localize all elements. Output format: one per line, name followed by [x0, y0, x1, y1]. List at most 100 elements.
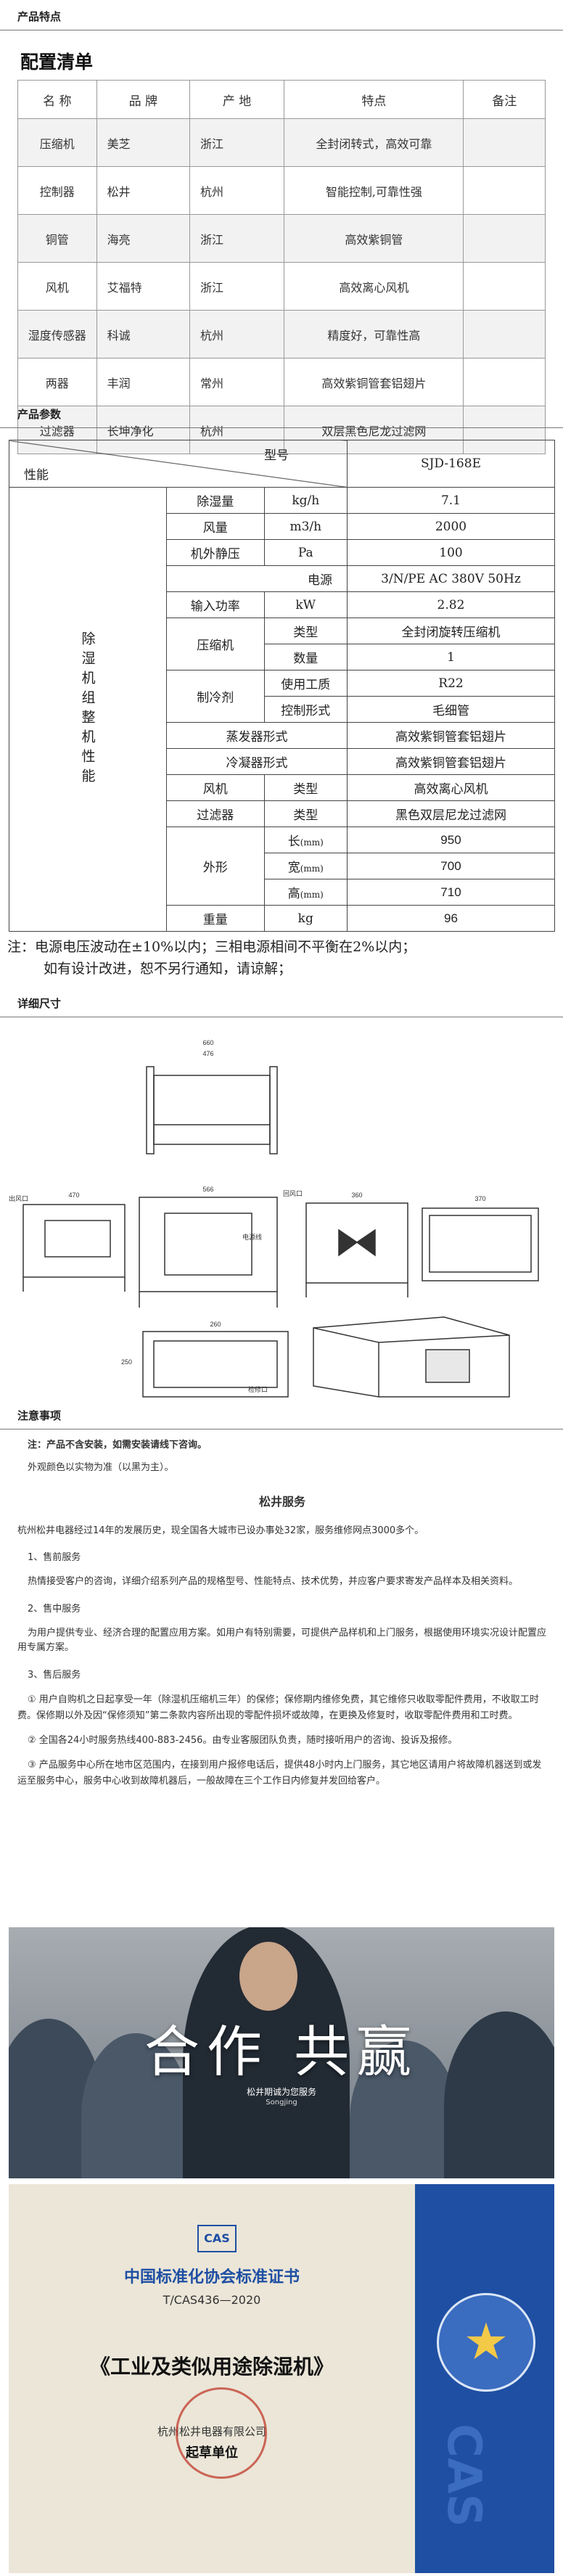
table-cell: 艾福特	[96, 262, 190, 311]
person-figure	[444, 2011, 554, 2178]
mid-sale-title: 2、售中服务	[28, 1604, 81, 1615]
table-cell: 2000	[346, 513, 556, 540]
table-row: 湿度传感器 科诚 杭州 精度好，可靠性高	[17, 310, 546, 358]
table-cell: 输入功率	[166, 591, 265, 618]
table-cell: kg/h	[263, 487, 348, 514]
side-label: 除湿机组整机性能	[9, 487, 167, 932]
table-row: 风量 m3/h 2000	[9, 513, 556, 540]
table-row: 压缩机 美芝 浙江 全封闭转式，高效可靠	[17, 118, 546, 167]
table-cell: 类型	[263, 800, 348, 827]
note-line: 注：电源电压波动在±10%以内；三相电源相间不平衡在2%以内；	[7, 939, 416, 955]
end-view	[305, 1202, 408, 1284]
table-cell: 950	[346, 826, 556, 853]
model-label: 型号	[263, 448, 289, 463]
top-view-flange	[146, 1066, 155, 1154]
table-cell: 风量	[166, 513, 265, 540]
isometric-view	[313, 1316, 510, 1398]
table-cell: 杭州	[189, 310, 285, 358]
table-cell: 类型	[263, 618, 348, 644]
table-cell: 黑色双层尼龙过滤网	[346, 800, 556, 827]
table-cell: 全封闭转式，高效可靠	[284, 118, 464, 167]
table-cell	[463, 310, 546, 358]
table-cell: 100	[346, 539, 556, 566]
top-view-flange	[269, 1066, 278, 1154]
table-cell: 浙江	[189, 214, 285, 263]
table-cell: 除湿量	[166, 487, 265, 514]
dim-label: 电源线	[242, 1233, 262, 1241]
pre-sale-text: 热情接受客户的咨询，详细介绍系列产品的规格型号、性能特点、技术优势，并应客户要求…	[28, 1576, 519, 1587]
table-cell: 96	[346, 905, 556, 932]
right-view	[422, 1207, 539, 1281]
table-cell: 7.1	[346, 487, 556, 514]
table-cell: 风机	[166, 774, 265, 801]
table-row: 风机 艾福特 浙江 高效离心风机	[17, 262, 546, 311]
table-cell: kW	[263, 591, 348, 618]
install-note: 注：产品不含安装，如需安装请线下咨询。	[28, 1440, 207, 1451]
notes-block: 注：产品不含安装，如需安装请线下咨询。 外观颜色以实物为准（以黑为主）。 松井服…	[17, 1437, 547, 1789]
note-line: 如有设计改进，恕不另行通知，请谅解；	[44, 961, 292, 977]
table-cell: 海亮	[96, 214, 190, 263]
banner-subtitle: 松井期诚为您服务	[246, 2087, 316, 2097]
table-cell: 美芝	[96, 118, 190, 167]
section-title: 产品特点	[17, 10, 62, 23]
dim-label: 476	[202, 1050, 213, 1057]
table-row: 数量 1	[9, 644, 556, 670]
table-cell: 全封闭旋转压缩机	[346, 618, 556, 644]
table-cell: 铜管	[17, 214, 97, 263]
table-cell: R22	[346, 670, 556, 697]
table-cell: 精度好，可靠性高	[284, 310, 464, 358]
col-header: 备注	[463, 80, 546, 119]
table-cell: 杭州	[189, 166, 285, 215]
table-cell: 宽(mm)	[263, 853, 348, 879]
table-cell: 浙江	[189, 262, 285, 311]
star-emblem-icon: ★	[437, 2293, 535, 2392]
table-cell	[463, 118, 546, 167]
table-cell: 3/N/PE AC 380V 50Hz	[346, 565, 556, 592]
dim-label: 出风口	[9, 1194, 28, 1202]
section-header-features: 产品特点	[0, 0, 563, 32]
table-cell: 700	[346, 853, 556, 879]
after-sale-item: ③ 产品服务中心所在地市区范围内，在接到用户报修电话后，提供48小时内上门服务，…	[17, 1760, 542, 1787]
pre-sale-title: 1、售前服务	[28, 1552, 81, 1563]
table-cell: 制冷剂	[166, 670, 265, 723]
person-figure	[81, 2033, 190, 2178]
dim-unit: (mm)	[300, 890, 324, 900]
service-title: 松井服务	[258, 1495, 305, 1509]
dimension-drawing: 660 476 470 566 360 370 250 260 出风口 回风口 …	[9, 1039, 539, 1398]
table-cell: 常州	[189, 358, 285, 406]
table-row: 外形 长(mm) 950	[9, 826, 556, 906]
dim-name: 宽	[287, 861, 300, 875]
table-cell: 控制器	[17, 166, 97, 215]
table-row: 除湿机组整机性能 除湿量 kg/h 7.1	[9, 487, 556, 932]
table-cell: 710	[346, 879, 556, 906]
front-view	[139, 1197, 278, 1292]
table-header-row: 名 称 品 牌 产 地 特点 备注	[17, 80, 546, 119]
table-cell	[463, 214, 546, 263]
table-row: 冷凝器形式 高效紫铜管套铝翅片	[9, 748, 556, 775]
dim-label: 250	[121, 1358, 132, 1366]
dim-unit: (mm)	[300, 837, 324, 848]
col-header: 名 称	[17, 80, 97, 119]
dim-label: 566	[202, 1186, 213, 1193]
dim-label: 260	[210, 1321, 221, 1328]
mid-sale-text: 为用户提供专业、经济合理的配置应用方案。如用户有特别需要，可提供产品样机和上门服…	[17, 1628, 547, 1653]
table-cell: 智能控制,可靠性强	[284, 166, 464, 215]
table-row: 输入功率 kW 2.82	[9, 591, 556, 618]
col-header: 产 地	[189, 80, 285, 119]
table-cell: Pa	[263, 539, 348, 566]
divider	[0, 427, 563, 428]
model-value: SJD-168E	[346, 440, 556, 488]
table-cell: 机外静压	[166, 539, 265, 566]
param-table: 型号 性能 SJD-168E 除湿机组整机性能 除湿量 kg/h 7.1 风量 …	[9, 440, 556, 932]
table-row: 型号 性能 SJD-168E	[9, 440, 556, 488]
table-cell: 电源	[166, 565, 348, 592]
table-cell	[463, 262, 546, 311]
dim-label: 回风口	[283, 1190, 303, 1197]
table-row: 控制形式 毛细管	[9, 696, 556, 723]
table-cell: 松井	[96, 166, 190, 215]
table-cell: 2.82	[346, 591, 556, 618]
table-cell: kg	[263, 905, 348, 932]
dim-label: 370	[474, 1195, 485, 1202]
table-cell	[463, 358, 546, 406]
after-sale-item: ② 全国各24小时服务热线400-883-2456。由专业客服团队负责，随时接听…	[28, 1735, 458, 1746]
